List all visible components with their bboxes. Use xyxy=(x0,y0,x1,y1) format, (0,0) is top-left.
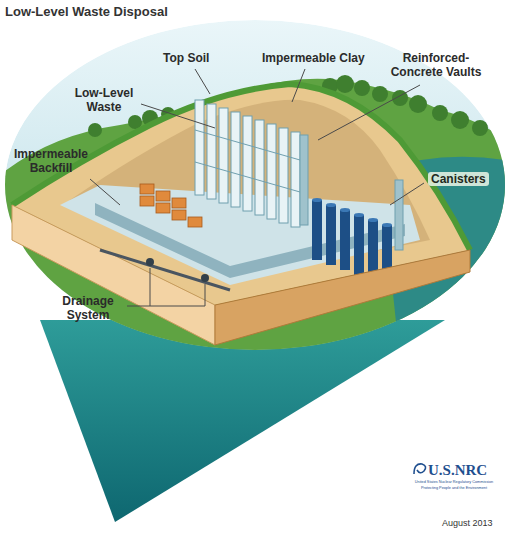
waste-boxes-part xyxy=(172,210,186,220)
trees-part xyxy=(336,75,354,93)
concrete-vaults-part xyxy=(207,104,216,199)
date-note: August 2013 xyxy=(442,518,493,529)
logo-swirl xyxy=(414,464,426,474)
waste-boxes xyxy=(140,184,202,227)
leader-lines-part xyxy=(318,85,420,140)
side-face xyxy=(215,250,470,345)
concrete-vaults-part xyxy=(195,130,300,160)
logo-text: U.S.NRC xyxy=(428,461,487,479)
landscape xyxy=(0,20,505,360)
canisters-part xyxy=(340,210,350,270)
concrete-vaults-part xyxy=(255,120,264,215)
waste-boxes-part xyxy=(156,191,170,201)
diagram-title: Low-Level Waste Disposal xyxy=(5,4,168,20)
hills xyxy=(0,79,505,360)
drain-outlet xyxy=(146,258,154,266)
trees-part xyxy=(409,95,427,113)
concrete-vaults-part xyxy=(243,116,252,211)
drain-pipe xyxy=(100,250,230,290)
trees-part xyxy=(88,123,102,137)
leader-lines-part xyxy=(150,268,151,306)
leader-lines xyxy=(90,69,424,306)
logo-subtext: Protecting People and the Environment xyxy=(408,486,500,491)
canisters-part xyxy=(312,198,322,202)
concrete-vaults-part xyxy=(195,162,300,192)
cutaway-wedge xyxy=(40,320,445,522)
canisters-part xyxy=(326,203,336,207)
waste-boxes-part xyxy=(172,198,186,208)
leader-lines-part xyxy=(205,284,206,306)
logo-swirl-part xyxy=(414,464,426,474)
canisters-part xyxy=(354,215,364,275)
leader-lines-part xyxy=(127,306,205,307)
callout-label: Canisters xyxy=(428,172,489,186)
callout-label: Reinforced-Concrete Vaults xyxy=(380,51,492,80)
canisters-part xyxy=(368,218,378,222)
concrete-vaults-part xyxy=(279,128,288,223)
disposal-cell xyxy=(12,84,470,345)
base-slab xyxy=(95,203,405,278)
drain-outlet xyxy=(201,274,209,282)
leader-lines-part xyxy=(141,104,215,128)
canisters-part xyxy=(312,200,322,260)
callout-label: Low-Level Waste xyxy=(68,86,140,115)
callout-label: Impermeable Backfill xyxy=(8,147,94,176)
concrete-vaults-part xyxy=(231,112,240,207)
leader-lines-part xyxy=(390,183,424,205)
trees-part xyxy=(432,105,448,121)
waste-boxes-part xyxy=(188,217,202,227)
concrete-vaults-part xyxy=(195,100,204,195)
canisters-part xyxy=(340,208,350,212)
concrete-vaults-part xyxy=(267,124,276,219)
canisters-part xyxy=(354,213,364,217)
waste-boxes-part xyxy=(140,196,154,206)
canisters-part xyxy=(382,223,392,227)
callout-label: Impermeable Clay xyxy=(262,51,365,65)
trees-part xyxy=(472,120,488,136)
waste-boxes-part xyxy=(156,203,170,213)
leader-lines-part xyxy=(195,69,210,94)
concrete-vaults-part xyxy=(395,180,403,250)
leader-lines-part xyxy=(90,179,120,205)
concrete-vaults-part xyxy=(291,132,300,227)
canisters-part xyxy=(326,205,336,265)
trees-part xyxy=(354,80,370,96)
callout-label: Drainage System xyxy=(52,294,124,323)
concrete-vaults-part xyxy=(300,135,308,225)
callout-label: Top Soil xyxy=(163,51,209,65)
trees-part xyxy=(451,111,469,129)
concrete-vaults-part xyxy=(219,108,228,203)
logo-subtext: United States Nuclear Regulatory Commiss… xyxy=(408,480,500,485)
trees-part xyxy=(372,86,388,102)
leader-lines-part xyxy=(292,69,305,102)
waste-boxes-part xyxy=(140,184,154,194)
